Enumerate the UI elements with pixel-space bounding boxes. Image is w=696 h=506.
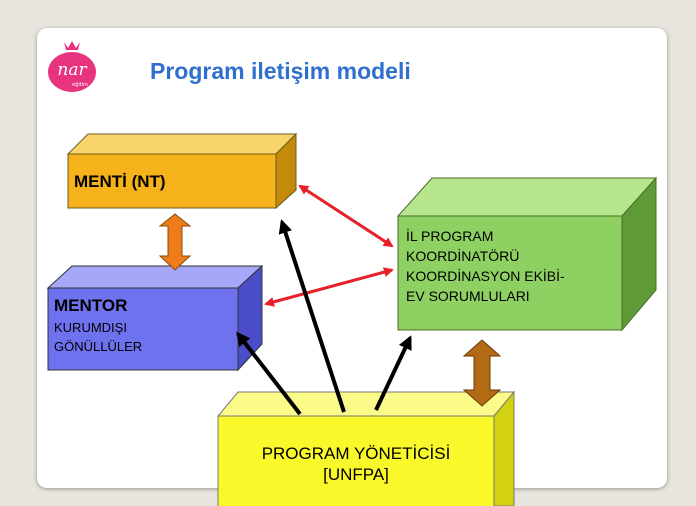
nar-logo: nar eğitim — [48, 41, 96, 92]
logo-subtext: eğitim — [72, 81, 88, 88]
menti-label: MENTİ (NT) — [74, 172, 166, 191]
il-program-line: KOORDİNASYON EKİBİ- — [406, 268, 565, 284]
program-yoneticisi-line: [UNFPA] — [323, 465, 389, 484]
il-program-yonetici-double-arrow — [462, 339, 502, 407]
yonetici-menti-arrow — [278, 219, 346, 413]
program-yoneticisi-box — [216, 390, 516, 506]
mentor-sub-line: KURUMDIŞI — [54, 320, 127, 335]
menti-box — [66, 132, 298, 210]
mentor-sub-line: GÖNÜLLÜLER — [54, 339, 143, 354]
menti-mentor-double-arrow — [158, 213, 192, 271]
mentor-sub-text: KURUMDIŞI GÖNÜLLÜLER — [54, 318, 142, 356]
program-yoneticisi-text: PROGRAM YÖNETİCİSİ [UNFPA] — [218, 443, 494, 485]
logo-text: nar — [57, 60, 87, 80]
mentor-ilprogram-arrow — [264, 267, 394, 307]
il-program-text: İL PROGRAM KOORDİNATÖRÜ KOORDİNASYON EKİ… — [406, 226, 565, 306]
il-program-line: İL PROGRAM — [406, 228, 494, 244]
yonetici-ilprogram-arrow — [374, 335, 412, 411]
mentor-label: MENTOR — [54, 296, 128, 315]
il-program-box — [396, 176, 658, 332]
yonetici-mentor-arrow — [236, 331, 302, 416]
il-program-line: EV SORUMLULARI — [406, 288, 530, 304]
slide-title: Program iletişim modeli — [150, 58, 411, 84]
il-program-line: KOORDİNATÖRÜ — [406, 248, 520, 264]
menti-ilprogram-arrow — [298, 184, 394, 248]
program-yoneticisi-line: PROGRAM YÖNETİCİSİ — [261, 444, 451, 463]
